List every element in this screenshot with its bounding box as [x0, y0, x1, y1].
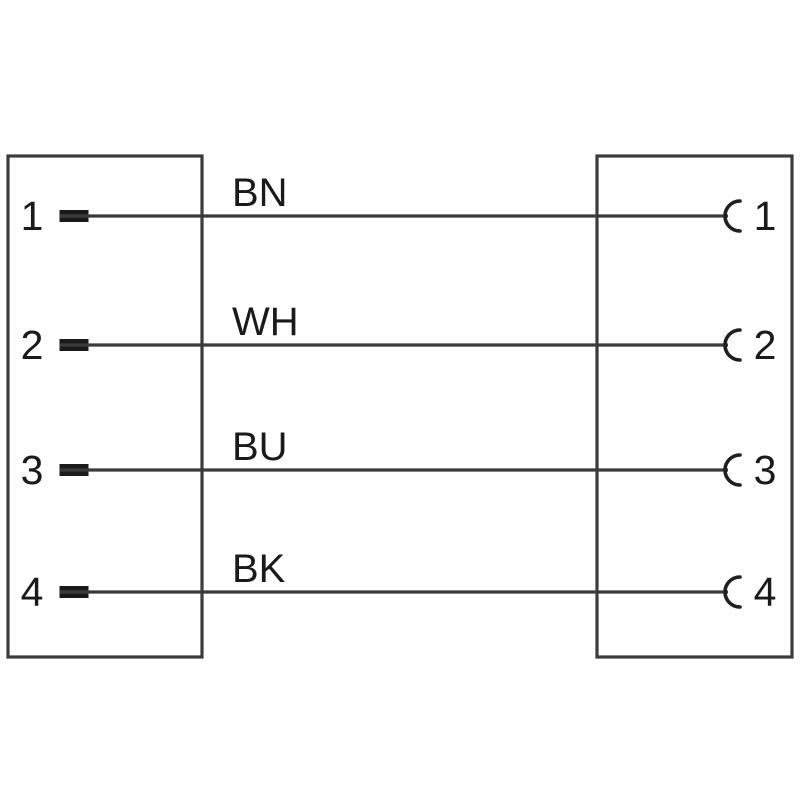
female-socket-marker	[723, 453, 742, 487]
right-connector-body	[595, 154, 794, 659]
right-pin-number: 3	[754, 447, 777, 493]
wire-row: 4 BK 4	[21, 547, 777, 615]
wire-color-label: WH	[232, 300, 299, 344]
right-pin-number: 1	[754, 193, 777, 239]
left-pin-number: 3	[21, 447, 44, 493]
wire-color-label: BN	[232, 171, 288, 215]
wire-color-label: BU	[232, 425, 288, 469]
wire-rows-group: 1 BN 1 2 WH 2 3 BU 3 4 BK 4	[21, 171, 777, 615]
left-pin-number: 1	[21, 193, 44, 239]
left-pin-number: 2	[21, 322, 44, 368]
wire-row: 1 BN 1	[21, 171, 777, 239]
left-pin-number: 4	[21, 569, 44, 615]
female-socket-marker	[723, 575, 742, 609]
wire-color-label: BK	[232, 547, 286, 591]
wire-row: 3 BU 3	[21, 425, 777, 493]
female-socket-marker	[723, 199, 742, 233]
female-socket-marker	[723, 328, 742, 362]
wire-row: 2 WH 2	[21, 300, 777, 368]
right-pin-number: 4	[754, 569, 777, 615]
right-pin-number: 2	[754, 322, 777, 368]
left-connector-body	[6, 154, 204, 659]
